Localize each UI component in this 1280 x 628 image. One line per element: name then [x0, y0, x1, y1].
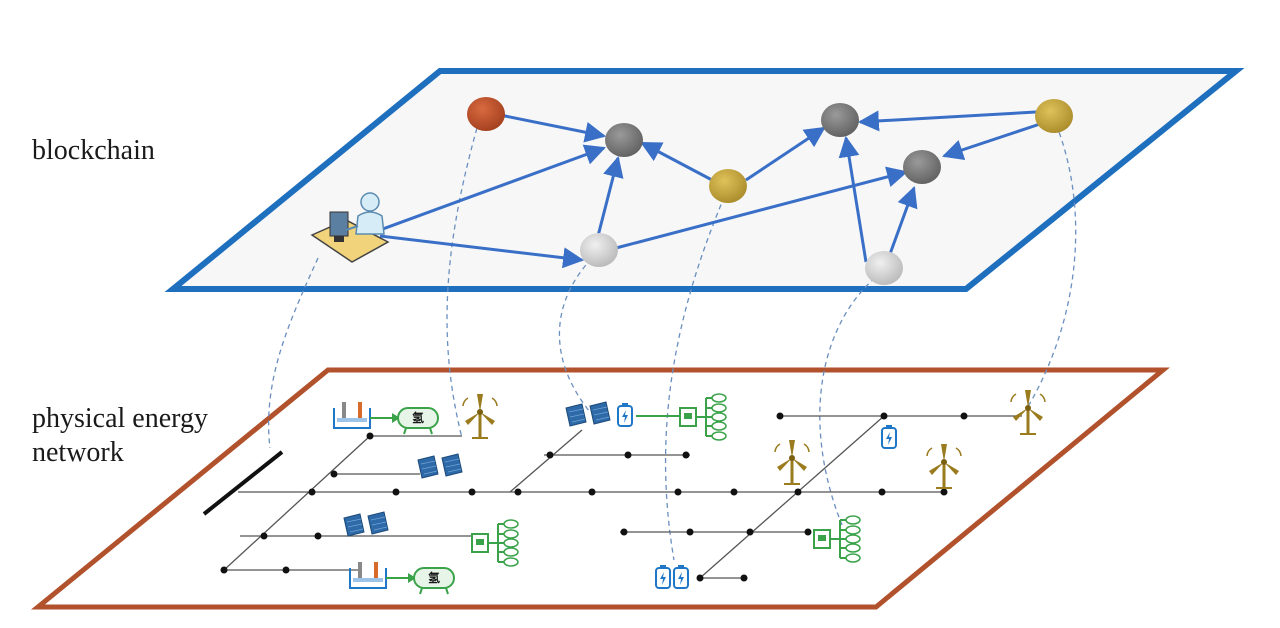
edge	[379, 234, 585, 269]
node-dark-1	[605, 123, 643, 157]
label-line-2: network	[32, 437, 124, 468]
node-light-2	[865, 251, 903, 285]
user-at-computer-icon	[310, 192, 390, 263]
node-dark-3	[903, 150, 941, 184]
mapping-line-light2	[819, 271, 883, 526]
hydrogen-tank-label: 氢	[412, 410, 424, 425]
edge	[857, 110, 1037, 132]
battery-icon	[617, 402, 633, 427]
node-orange	[467, 97, 505, 131]
edge	[615, 166, 909, 250]
mapping-line-gold2	[1025, 123, 1077, 411]
battery-icon	[673, 564, 689, 589]
edge	[499, 113, 607, 143]
node-dark-2	[821, 103, 859, 137]
label-line-1: physical energy	[32, 403, 208, 434]
power-lines	[202, 415, 1022, 579]
battery-icon	[881, 424, 897, 449]
node-gold-2	[1035, 99, 1073, 133]
physical-energy-network-label: physical energy network	[32, 402, 208, 470]
edge	[745, 126, 826, 182]
node-gold-1	[709, 169, 747, 203]
mapping-line-light1	[558, 251, 599, 413]
hydrogen-tank-icon: 氢	[397, 407, 439, 435]
blockchain-nodes	[467, 97, 1073, 285]
main-bus	[202, 450, 284, 516]
battery-icon	[655, 564, 671, 589]
mapping-line-orange	[446, 127, 478, 439]
edge	[596, 155, 624, 237]
mapping-lines	[267, 123, 1077, 561]
mapping-line-user	[267, 257, 319, 449]
blockchain-plane	[164, 68, 1245, 292]
charger-icon	[636, 393, 727, 441]
edge	[888, 186, 918, 255]
junction-dots	[220, 412, 968, 582]
mapping-line-gold1	[664, 187, 729, 561]
blockchain-edges	[379, 110, 1041, 269]
edge	[838, 135, 868, 263]
hydrogen-tank-label: 氢	[428, 570, 440, 585]
edge	[379, 144, 606, 232]
edge	[640, 141, 713, 182]
hydrogen-tank-icon: 氢	[413, 567, 455, 595]
node-light-1	[580, 233, 618, 267]
edge	[942, 122, 1041, 160]
blockchain-label: blockchain	[32, 135, 155, 166]
